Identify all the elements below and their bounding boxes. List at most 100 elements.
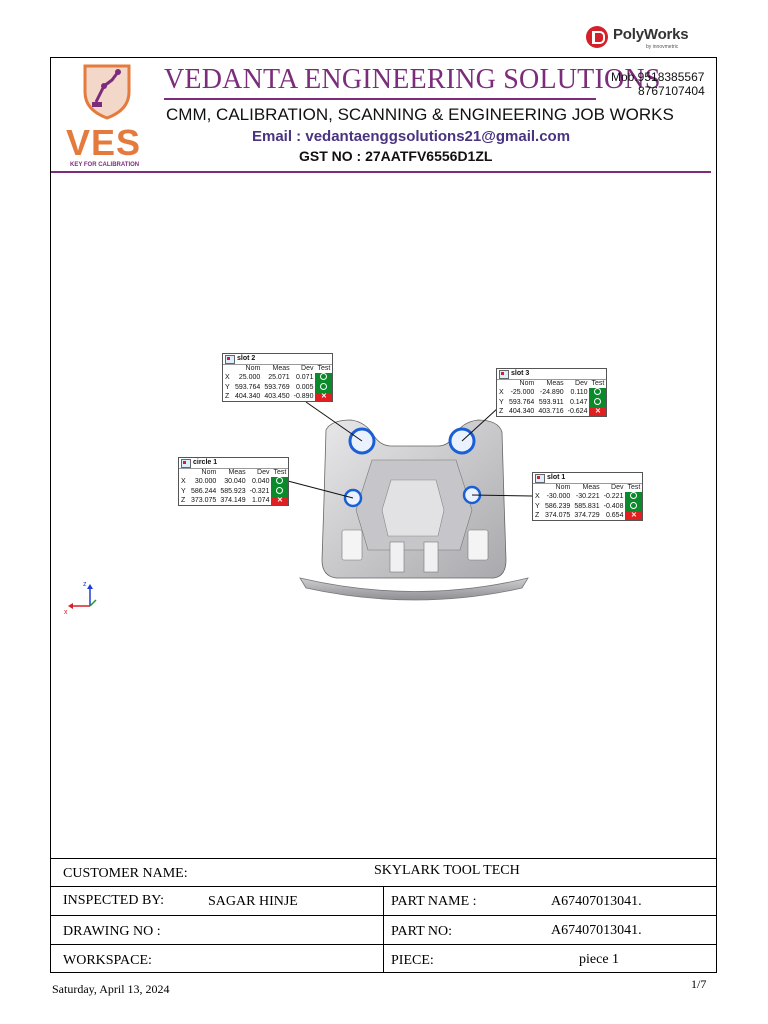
part-name-value: A67407013041. — [551, 894, 642, 909]
meas-cell: 593.911 — [538, 399, 564, 406]
pass-icon — [589, 398, 607, 408]
part-no-value: A67407013041. — [551, 923, 642, 938]
meas-cell: 585.831 — [574, 503, 600, 510]
feature-table-icon — [225, 355, 235, 364]
meas-cell: 30.040 — [224, 478, 246, 485]
col-meas: Meas — [272, 365, 290, 372]
dev-cell: 1.074 — [251, 497, 270, 504]
ves-abbrev: VES — [66, 122, 142, 163]
col-meas: Meas — [546, 380, 564, 387]
col-dev: Dev — [611, 484, 624, 491]
fail-icon: ✕ — [625, 512, 643, 520]
part-body — [299, 419, 529, 601]
col-test: Test — [627, 484, 641, 491]
pass-icon — [271, 487, 289, 497]
col-dev: Dev — [257, 469, 270, 476]
pass-icon — [589, 388, 607, 398]
axis-cell: Y — [535, 503, 540, 510]
axis-cell: Z — [535, 512, 540, 519]
inspected-by-value: SAGAR HINJE — [208, 894, 298, 909]
company-gst: GST NO : 27AATFV6556D1ZL — [299, 148, 493, 164]
company-name: VEDANTA ENGINEERING SOLUTIONS — [164, 64, 661, 95]
feature-table-icon — [181, 459, 191, 468]
leader-lines — [283, 401, 533, 499]
company-mobile-1: Mob.9518385567 — [611, 70, 705, 84]
dev-cell: -0.408 — [603, 503, 624, 510]
col-dev: Dev — [575, 380, 588, 387]
nom-cell: 586.244 — [191, 488, 217, 495]
company-mobile-2: 8767107404 — [638, 84, 705, 98]
nom-cell: 593.764 — [509, 399, 535, 406]
feature-table-icon — [535, 474, 545, 483]
pass-icon — [315, 383, 333, 393]
col-test: Test — [273, 469, 287, 476]
axis-cell: Y — [225, 384, 230, 391]
meas-cell: 374.729 — [574, 512, 600, 519]
axis-cell: X — [225, 374, 230, 381]
pass-icon — [625, 502, 643, 512]
nom-cell: 593.764 — [235, 384, 261, 391]
part-3d-view — [283, 401, 533, 601]
ves-tagline: KEY FOR CALIBRATION — [70, 162, 140, 168]
col-meas: Meas — [228, 469, 246, 476]
col-nom: Nom — [555, 484, 571, 491]
axis-z-label: z — [83, 581, 87, 588]
fail-icon: ✕ — [315, 393, 333, 401]
customer-name-value: SKYLARK TOOL TECH — [374, 863, 520, 878]
pass-icon — [625, 492, 643, 502]
dev-cell: -0.890 — [293, 393, 314, 400]
axis-x-label: x — [64, 609, 68, 616]
inspection-info-table: CUSTOMER NAME: SKYLARK TOOL TECH INSPECT… — [51, 858, 717, 973]
info-row-top-border — [51, 858, 717, 859]
nom-cell: -25.000 — [510, 389, 535, 396]
axis-cell: Z — [499, 408, 504, 415]
dev-cell: -0.624 — [567, 408, 588, 415]
axis-cell: Z — [181, 497, 186, 504]
part-name-label: PART NAME : — [391, 894, 477, 909]
part-no-label: PART NO: — [391, 924, 453, 939]
col-nom: Nom — [245, 365, 261, 372]
feature-table-icon — [499, 370, 509, 379]
table-row: X-30.000-30.221-0.221 — [533, 492, 643, 502]
axis-triad-icon: z x — [64, 581, 97, 616]
axis-cell: X — [499, 389, 504, 396]
page-number: 1/7 — [691, 977, 707, 991]
meas-cell: 585.923 — [220, 488, 246, 495]
feature-name: slot 1 — [547, 474, 566, 481]
nom-cell: 374.075 — [545, 512, 571, 519]
drawing-no-label: DRAWING NO : — [63, 924, 161, 939]
piece-label: PIECE: — [391, 953, 434, 968]
dev-cell: 0.005 — [295, 384, 314, 391]
meas-cell: 403.450 — [264, 393, 290, 400]
meas-cell: -24.890 — [539, 389, 564, 396]
polyworks-logo: PolyWorks by innovmetric — [586, 24, 696, 52]
nom-cell: 373.075 — [191, 497, 217, 504]
col-test: Test — [317, 365, 331, 372]
piece-value: piece 1 — [579, 952, 620, 967]
nom-cell: 404.340 — [509, 408, 535, 415]
letterhead-divider — [51, 171, 711, 173]
dev-cell: 0.654 — [605, 512, 624, 519]
axis-cell: Y — [181, 488, 186, 495]
dev-cell: -0.321 — [249, 488, 270, 495]
meas-cell: 374.149 — [220, 497, 246, 504]
fail-icon: ✕ — [589, 408, 607, 416]
col-meas: Meas — [582, 484, 600, 491]
info-row-border — [51, 944, 717, 945]
dev-cell: 0.147 — [569, 399, 588, 406]
ves-shield-logo-icon — [83, 64, 131, 120]
feature-name: slot 2 — [237, 355, 256, 362]
pass-icon — [315, 373, 333, 383]
info-row-border — [51, 915, 717, 916]
polyworks-logo-icon — [586, 26, 608, 48]
